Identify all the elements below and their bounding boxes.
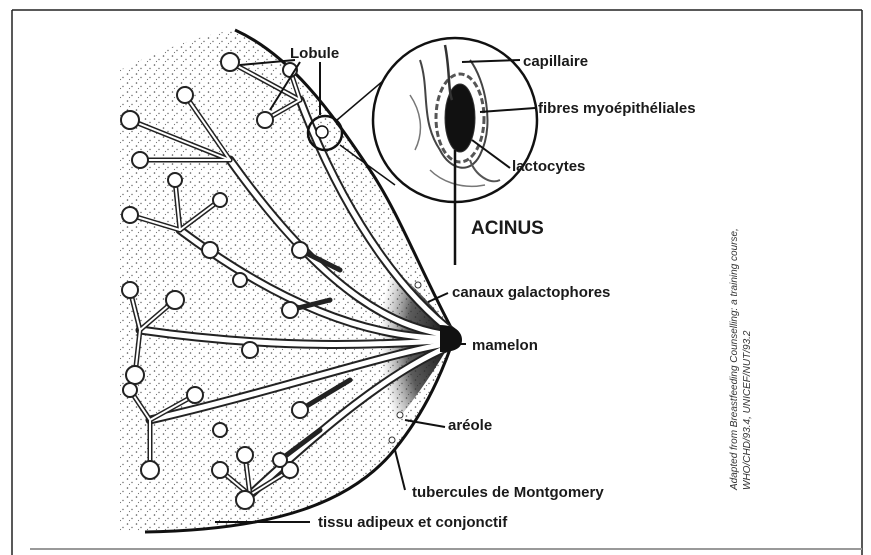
label-areole: aréole bbox=[448, 417, 492, 434]
label-lobule: Lobule bbox=[290, 45, 339, 62]
label-acinus: ACINUS bbox=[471, 218, 544, 239]
label-tissu-adipeux: tissu adipeux et conjonctif bbox=[318, 514, 508, 531]
nipple bbox=[440, 325, 462, 352]
credit-line-1: Adapted from Breastfeeding Counselling: … bbox=[729, 228, 740, 491]
source-credit: Adapted from Breastfeeding Counselling: … bbox=[729, 228, 753, 491]
label-mamelon: mamelon bbox=[472, 337, 538, 354]
label-fibres-myoepitheliales: fibres myoépithéliales bbox=[538, 100, 696, 117]
label-tubercules-montgomery: tubercules de Montgomery bbox=[412, 484, 604, 501]
credit-line-2: WHO/CHD/93.4, UNICEF/NUT/93.2 bbox=[742, 330, 753, 490]
label-lactocytes: lactocytes bbox=[512, 158, 585, 175]
label-capillaire: capillaire bbox=[523, 53, 588, 70]
label-canaux-galactophores: canaux galactophores bbox=[452, 284, 610, 301]
